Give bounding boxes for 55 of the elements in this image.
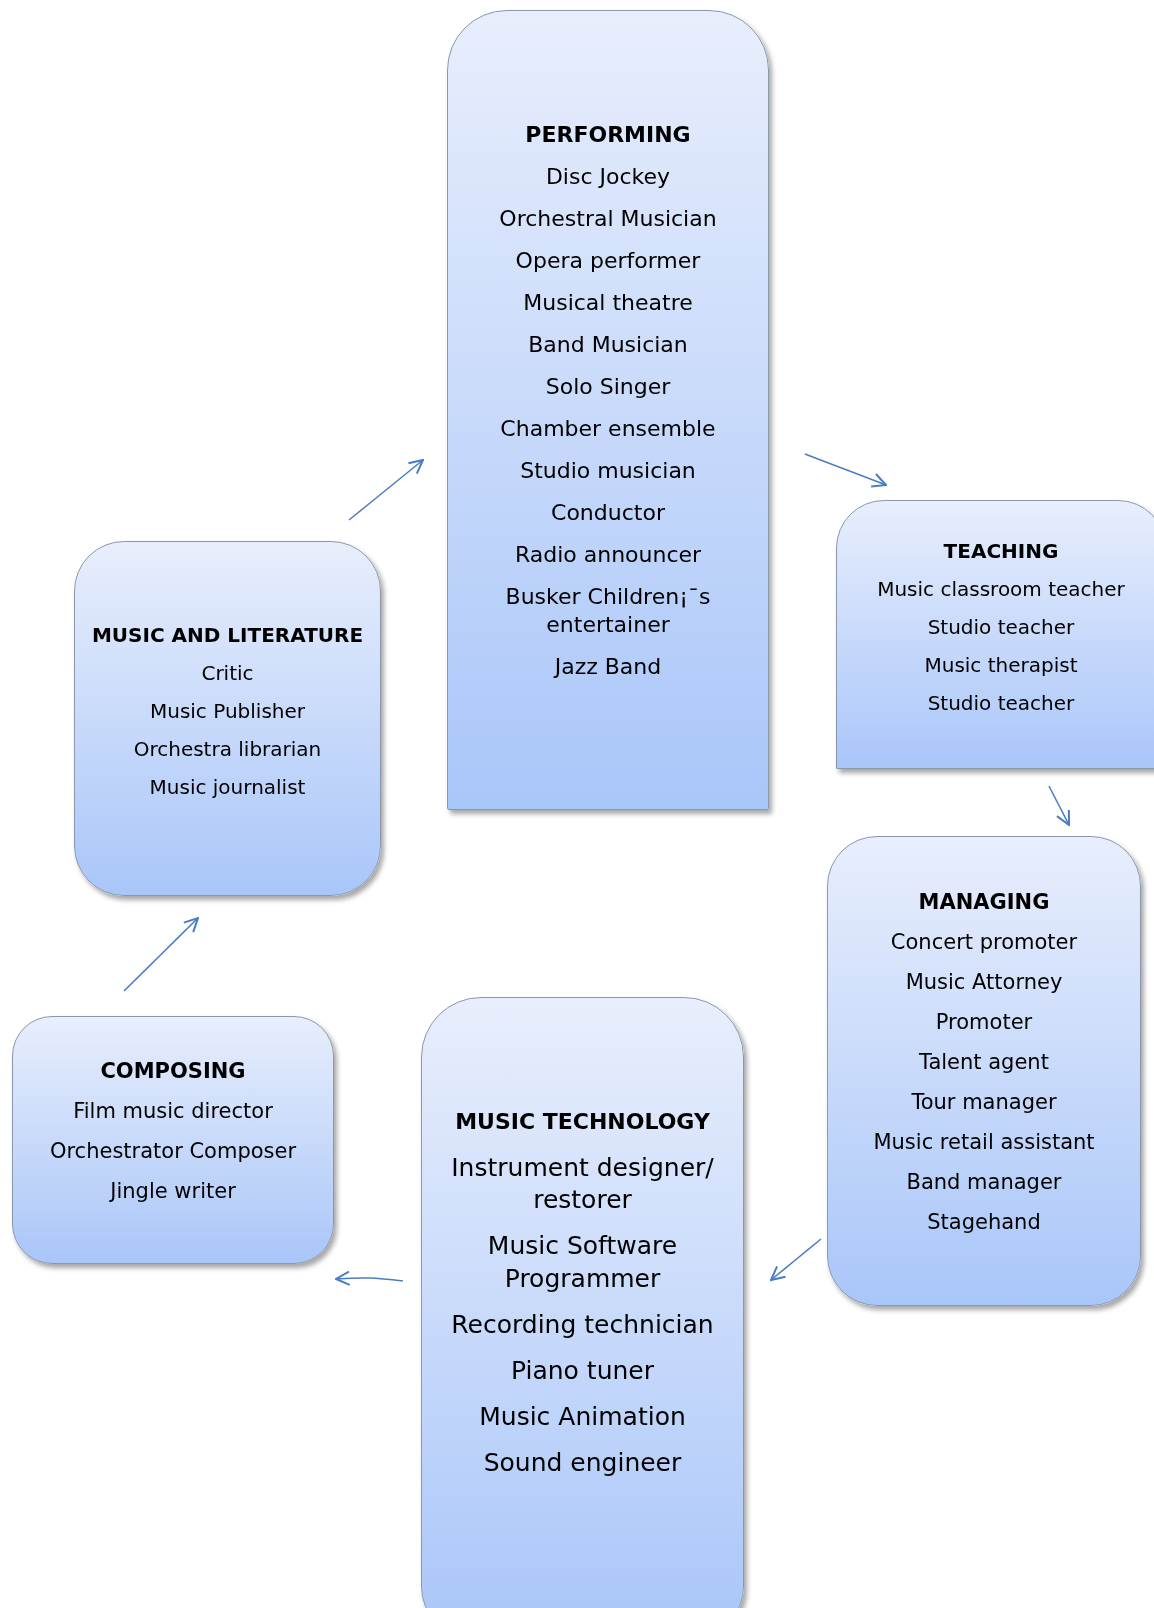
- category-box: [827, 836, 1141, 1306]
- career-item: Concert promoter: [890, 929, 1078, 957]
- career-item: Solo Singer: [545, 372, 671, 401]
- career-item: Disc Jockey: [545, 162, 671, 191]
- category-box: [836, 500, 1154, 769]
- career-item: Conductor: [551, 498, 665, 527]
- career-item: Sound engineer: [483, 1446, 682, 1479]
- career-item: Band manager: [906, 1168, 1062, 1196]
- career-item: Music journalist: [149, 773, 306, 800]
- career-item: Film music director: [73, 1098, 273, 1125]
- career-item: Music therapist: [924, 651, 1078, 678]
- career-item: Music classroom teacher: [877, 575, 1125, 602]
- arrow: [335, 1270, 404, 1286]
- career-item: Critic: [201, 659, 254, 686]
- category-box: [74, 541, 381, 896]
- career-item: Studio musician: [520, 456, 696, 485]
- career-item: Music Attorney: [905, 969, 1063, 997]
- career-item: Jazz Band: [554, 653, 662, 682]
- category-box: [12, 1016, 334, 1264]
- career-item: Recording technician: [451, 1308, 714, 1341]
- career-item: Stagehand: [927, 1208, 1041, 1236]
- category-heading: COMPOSING: [100, 1058, 246, 1086]
- career-item: Music Animation: [479, 1400, 686, 1433]
- category-box: [421, 997, 744, 1608]
- career-item: Talent agent: [919, 1049, 1049, 1076]
- career-item: Orchestral Musician: [499, 204, 717, 233]
- career-item: Studio teacher: [927, 689, 1075, 716]
- arrow: [348, 459, 424, 521]
- category-heading: MUSIC AND LITERATURE: [91, 621, 364, 648]
- career-item: Band Musician: [528, 330, 688, 359]
- category-heading: PERFORMING: [525, 120, 691, 149]
- category-heading: MUSIC TECHNOLOGY: [455, 1107, 710, 1136]
- career-item: Orchestrator Composer: [49, 1138, 297, 1165]
- career-item: Studio teacher: [927, 613, 1075, 640]
- category-heading: TEACHING: [943, 537, 1059, 564]
- career-item: Music retail assistant: [873, 1128, 1095, 1156]
- career-item: Instrument designer/ restorer: [450, 1151, 715, 1216]
- career-item: Busker Children¡¯s entertainer: [504, 582, 712, 640]
- career-item: Radio announcer: [514, 540, 702, 569]
- career-item: Orchestra librarian: [133, 735, 322, 762]
- career-item: Piano tuner: [511, 1354, 654, 1387]
- career-item: Chamber ensemble: [500, 414, 716, 443]
- career-item: Music Software Programmer: [486, 1230, 679, 1295]
- arrow: [804, 453, 887, 488]
- career-item: Promoter: [935, 1009, 1033, 1036]
- career-item: Musical theatre: [523, 288, 693, 317]
- career-item: Tour manager: [911, 1089, 1057, 1116]
- category-box: [447, 10, 769, 810]
- arrow: [123, 917, 199, 992]
- career-item: Music Publisher: [149, 697, 306, 724]
- career-item: Opera performer: [515, 246, 701, 275]
- arrow: [770, 1238, 822, 1281]
- category-heading: MANAGING: [918, 889, 1050, 917]
- career-item: Jingle writer: [110, 1178, 236, 1205]
- arrow: [1048, 785, 1070, 826]
